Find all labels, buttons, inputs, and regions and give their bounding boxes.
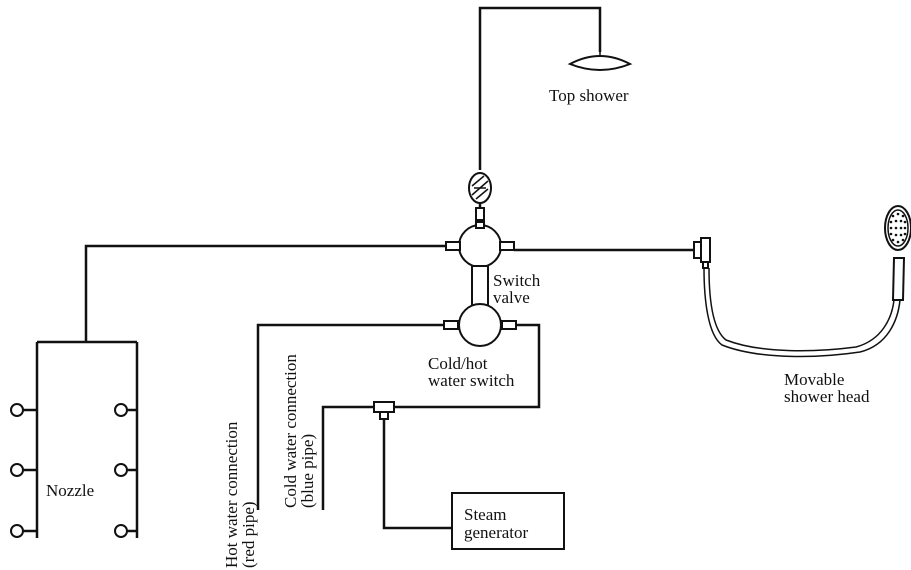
nozzle-icon xyxy=(114,403,137,417)
tee-fitting xyxy=(373,401,395,420)
steam-generator: Steam generator xyxy=(451,492,565,550)
nozzle-label: Nozzle xyxy=(46,481,94,500)
cold-hot-label-2: water switch xyxy=(428,371,515,390)
cold-hot-label-1: Cold/hot xyxy=(428,354,488,373)
top-shower-head xyxy=(567,55,633,71)
nozzle-icon xyxy=(114,524,137,538)
top-shower-label: Top shower xyxy=(549,86,629,105)
hot-water-pipe xyxy=(256,323,444,510)
nozzle-supply-pipe xyxy=(84,244,446,342)
top-shower-pipe xyxy=(478,6,602,170)
cold-water-loop-pipe xyxy=(394,323,541,409)
diverter-valve xyxy=(468,172,492,221)
wall-elbow-fitting xyxy=(693,237,711,269)
nozzle-panel: Nozzle xyxy=(10,340,139,538)
hot-water-label-2: (red pipe) xyxy=(239,501,258,568)
flexible-hose xyxy=(703,267,901,358)
cold-hot-water-switch: Cold/hot water switch xyxy=(428,303,517,390)
cold-water-label-1: Cold water connection xyxy=(281,354,300,508)
cold-water-label-2: (blue pipe) xyxy=(298,434,317,508)
switch-valve: Switch valve xyxy=(445,221,541,307)
steam-generator-label-2: generator xyxy=(464,523,529,542)
cold-water-pipe xyxy=(321,405,374,510)
switch-valve-label-1: Switch xyxy=(493,271,541,290)
top-shower: Top shower xyxy=(478,6,633,170)
movable-shower-label-2: shower head xyxy=(784,387,870,406)
movable-shower-label-1: Movable xyxy=(784,370,844,389)
switch-valve-label-2: valve xyxy=(493,288,530,307)
steam-pipe xyxy=(382,419,452,530)
hot-water-label-1: Hot water connection xyxy=(222,421,241,568)
steam-generator-label-1: Steam xyxy=(464,505,507,524)
nozzle-icon xyxy=(10,524,37,538)
nozzle-icon xyxy=(10,463,37,477)
hand-shower-head xyxy=(884,205,911,301)
nozzle-icon xyxy=(114,463,137,477)
nozzle-icon xyxy=(10,403,37,417)
